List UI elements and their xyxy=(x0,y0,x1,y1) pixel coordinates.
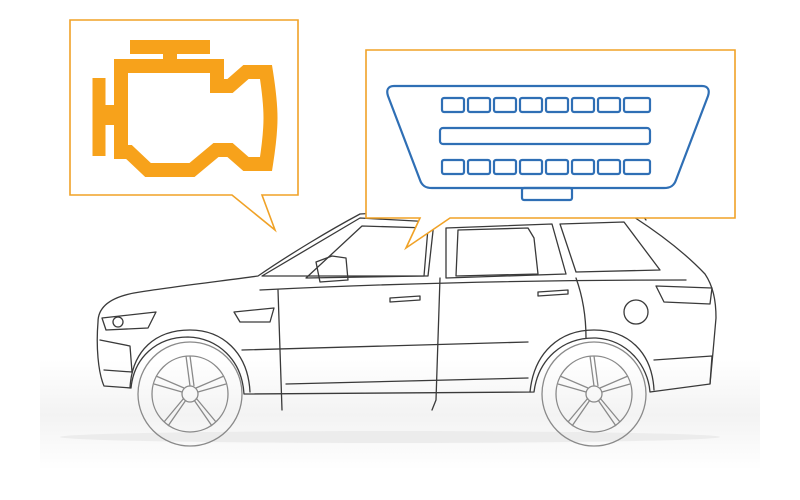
taillight xyxy=(655,285,713,305)
obd-connector-shell xyxy=(386,84,710,190)
door-divider xyxy=(431,277,441,411)
side-mirror xyxy=(315,255,349,283)
check-engine-icon xyxy=(92,40,278,177)
front-door-handle xyxy=(389,295,421,303)
lower-line xyxy=(285,377,529,385)
rear-door-handle xyxy=(537,289,569,297)
fuel-cap xyxy=(623,299,649,325)
obd-callout xyxy=(365,49,736,251)
suv-car xyxy=(96,206,717,411)
obd-middle-slot xyxy=(438,126,652,146)
obd-top-pins xyxy=(440,96,652,114)
belt-line xyxy=(259,279,687,291)
front-door-line xyxy=(277,289,283,411)
obd-port-icon xyxy=(386,84,710,202)
rear-window xyxy=(455,227,539,277)
character-line xyxy=(241,341,529,351)
rear-wheel-arch xyxy=(529,329,655,393)
rear-bumper xyxy=(653,355,713,385)
front-wheel-arch xyxy=(129,329,251,393)
rear-wheel xyxy=(541,341,647,447)
front-bumper xyxy=(99,339,133,373)
headlight xyxy=(101,311,157,331)
obd-bottom-pins xyxy=(440,158,652,176)
rear-window-frame xyxy=(445,223,567,279)
ground-ellipse xyxy=(60,431,720,443)
headlight-lamp xyxy=(112,316,124,328)
car-body-outline xyxy=(96,208,717,395)
fender-vent xyxy=(233,307,275,323)
front-wheel xyxy=(137,341,243,447)
quarter-window xyxy=(559,221,661,273)
rear-door-line xyxy=(575,277,587,339)
obd-tab xyxy=(520,186,574,202)
